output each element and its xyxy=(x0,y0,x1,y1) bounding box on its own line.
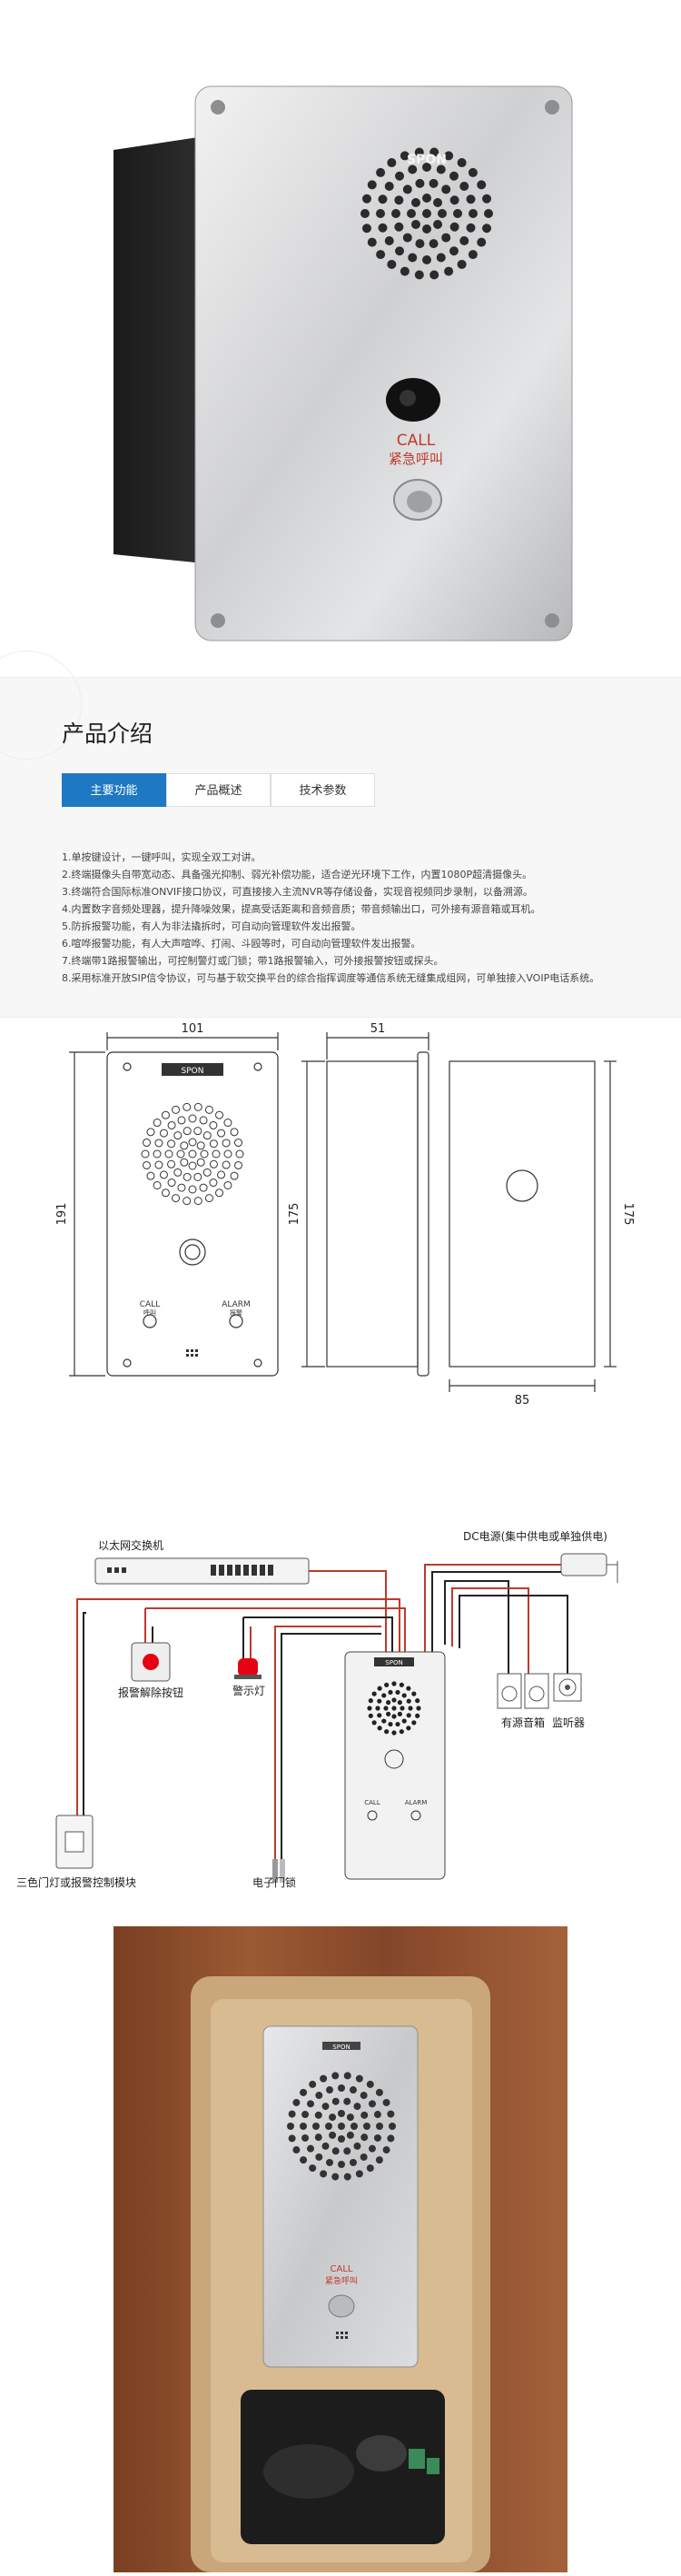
device-logo: SPON xyxy=(332,2044,350,2051)
dim-front-width: 101 xyxy=(182,1022,204,1036)
tab-main-functions[interactable]: 主要功能 xyxy=(62,773,166,807)
device-logo: SPON xyxy=(385,1659,402,1666)
dim-front-height: 191 xyxy=(55,1203,69,1226)
feature-item: 2.终端摄像头自带宽动态、具备强光抑制、弱光补偿功能，适合逆光环境下工作，内置1… xyxy=(62,869,533,880)
feature-list: 1.单按键设计，一键呼叫，实现全双工对讲。 2.终端摄像头自带宽动态、具备强光抑… xyxy=(62,849,661,987)
speaker-grill xyxy=(360,147,493,280)
switch-ports xyxy=(107,1565,273,1576)
call-label-en: CALL xyxy=(397,432,436,450)
alarm-label: ALARM xyxy=(405,1799,428,1806)
back-view-outline xyxy=(449,1060,596,1368)
cable-hole xyxy=(506,1169,538,1202)
side-view-outline xyxy=(326,1060,419,1368)
dim-side-depth: 51 xyxy=(370,1022,386,1036)
intro-tabs: 主要功能 产品概述 技术参数 xyxy=(62,773,375,807)
wiring-diagram-section: 以太网交换机 DC电源(集中供电或单独供电) xyxy=(0,1436,681,1890)
feature-item: 3.终端符合国际标准ONVIF接口协议，可直接接入主流NVR等存储设备，实现音视… xyxy=(62,886,533,898)
call-label: CALL xyxy=(140,1300,160,1309)
screw-icon xyxy=(545,613,559,628)
switch-label: 以太网交换机 xyxy=(98,1538,163,1552)
call-label: CALL xyxy=(364,1799,380,1806)
packaging-photo: SPON CALL 紧急呼叫 xyxy=(114,1926,568,2572)
screw-icon xyxy=(211,613,225,628)
feature-item: 4.内置数字音频处理器，提升降噪效果，提高受话距离和音频音质；带音频输出口，可外… xyxy=(62,903,541,915)
dc-adapter xyxy=(560,1553,607,1576)
feature-item: 7.终端带1路报警输出，可控制警灯或门锁；带1路报警输入，可外接报警按钮或探头。 xyxy=(62,955,444,967)
section-title: 产品介绍 xyxy=(62,721,153,747)
dim-back-height: 175 xyxy=(621,1203,635,1226)
product-photo: SPON CALL 紧急呼叫 xyxy=(114,85,573,642)
alarm-label: ALARM xyxy=(222,1300,251,1309)
faceplate xyxy=(194,85,573,642)
mic-holes xyxy=(186,1349,198,1357)
door-lock-icon xyxy=(272,1859,278,1883)
call-button xyxy=(328,2294,355,2318)
feature-item: 1.单按键设计，一键呼叫，实现全双工对讲。 xyxy=(62,851,262,863)
dc-power-label: DC电源(集中供电或单独供电) xyxy=(463,1529,607,1543)
door-lock-label: 电子门锁 xyxy=(252,1875,296,1889)
brand-logo: SPON xyxy=(407,153,447,167)
terminal-block xyxy=(409,2449,425,2469)
speaker-grill xyxy=(367,1681,421,1736)
ethernet-switch xyxy=(94,1557,310,1585)
screw-icon xyxy=(545,100,559,114)
alarm-release-label: 报警解除按钮 xyxy=(118,1686,183,1699)
feature-item: 8.采用标准开放SIP信令协议，可与基于软交换平台的综合指挥调度等通信系统无缝集… xyxy=(62,972,600,984)
front-logo: SPON xyxy=(182,1067,204,1076)
monitor-icon xyxy=(553,1673,582,1702)
front-view-outline xyxy=(106,1051,279,1377)
wiring-diagram: 以太网交换机 DC电源(集中供电或单独供电) xyxy=(16,1529,618,1889)
call-label-cn: 紧急呼叫 xyxy=(389,451,443,467)
call-key xyxy=(143,1314,157,1328)
feature-item: 6.喧哗报警功能，有人大声喧哗、打闹、斗殴等时，可自动向管理软件发出报警。 xyxy=(62,938,421,950)
dim-back-width: 85 xyxy=(515,1394,530,1407)
dim-side-height: 175 xyxy=(288,1203,301,1226)
alarm-label-cn: 报警 xyxy=(230,1308,242,1317)
dimension-drawing: SPON CALL 呼叫 ALARM 报警 101 191 51 175 85 … xyxy=(55,1022,635,1407)
back-box xyxy=(114,136,204,563)
dimension-drawing-section: SPON CALL 呼叫 ALARM 报警 101 191 51 175 85 … xyxy=(0,1018,681,1436)
speaker-grill xyxy=(141,1102,244,1206)
tab-overview[interactable]: 产品概述 xyxy=(166,773,271,807)
monitor-label: 监听器 xyxy=(552,1716,585,1729)
product-intro-section: 产品介绍 主要功能 产品概述 技术参数 1.单按键设计，一键呼叫，实现全双工对讲… xyxy=(0,651,681,1018)
call-label-cn: 呼叫 xyxy=(143,1308,156,1317)
tab-tech-specs[interactable]: 技术参数 xyxy=(271,773,375,807)
alarm-key xyxy=(229,1314,243,1328)
warning-light-label: 警示灯 xyxy=(232,1684,265,1697)
speaker-label: 有源音箱 xyxy=(501,1716,545,1729)
call-label-cn: 紧急呼叫 xyxy=(325,2275,358,2286)
speaker-icon xyxy=(524,1673,549,1709)
speaker-icon xyxy=(497,1673,522,1709)
screw-icon xyxy=(211,100,225,114)
speaker-grill xyxy=(287,2072,396,2181)
product-photo-section: SPON CALL 紧急呼叫 xyxy=(0,0,681,677)
tricolor-label: 三色门灯或报警控制模块 xyxy=(16,1875,136,1889)
packaging-photo-section: SPON CALL 紧急呼叫 xyxy=(0,1926,681,2572)
call-label-en: CALL xyxy=(331,2264,353,2274)
warning-light xyxy=(238,1658,258,1676)
intercom-device xyxy=(344,1651,446,1880)
feature-item: 5.防拆报警功能，有人为非法撬拆时，可自动向管理软件发出报警。 xyxy=(62,920,361,932)
